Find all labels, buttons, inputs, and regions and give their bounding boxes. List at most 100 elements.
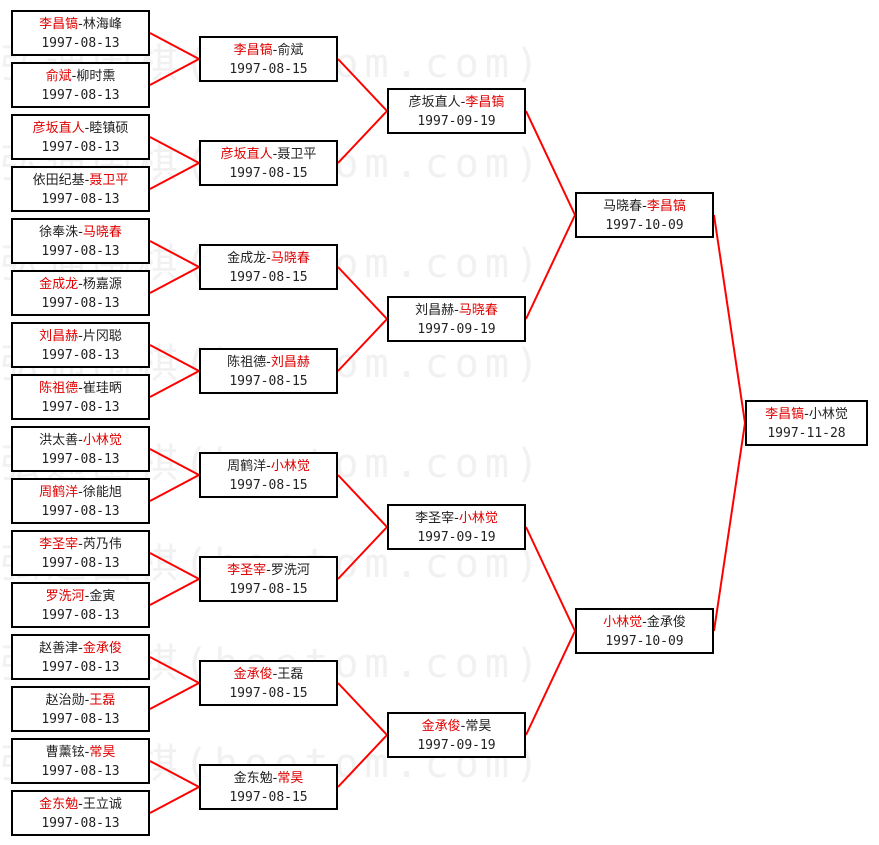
separator: -	[272, 771, 278, 786]
separator: -	[78, 17, 83, 32]
bracket-connector	[337, 318, 388, 372]
match-players: 周鹤洋-徐能旭	[13, 483, 148, 502]
match-players: 李昌镐-小林觉	[747, 405, 866, 424]
match-date: 1997-08-15	[229, 478, 308, 493]
bracket-connector	[713, 422, 746, 632]
player-name: 李圣宰	[415, 511, 455, 526]
player-name: 周鹤洋	[227, 459, 267, 474]
match-players: 刘昌赫-片冈聪	[13, 327, 148, 346]
player-name: 王磊	[277, 667, 304, 682]
separator: -	[78, 537, 83, 552]
bracket-connector	[149, 240, 200, 268]
player-name: 林海峰	[82, 17, 122, 32]
bracket-connector	[149, 448, 200, 476]
match-players: 李昌镐-俞斌	[201, 41, 336, 60]
player-name: 聂卫平	[277, 147, 317, 162]
player-name: 陈祖德	[39, 381, 79, 396]
separator: -	[78, 225, 83, 240]
match-players: 陈祖德-刘昌赫	[201, 353, 336, 372]
separator: -	[78, 277, 83, 292]
player-name: 金成龙	[39, 277, 79, 292]
player-name: 刘昌赫	[39, 329, 79, 344]
bracket-connector	[149, 786, 200, 814]
match-players: 陈祖德-崔珪昞	[13, 379, 148, 398]
player-name: 洪太善	[39, 433, 79, 448]
player-name: 徐能旭	[82, 485, 122, 500]
player-name: 李昌镐	[233, 43, 273, 58]
match-date: 1997-08-13	[41, 140, 120, 155]
player-name: 赵治勋	[45, 693, 85, 708]
separator: -	[804, 407, 809, 422]
separator: -	[272, 667, 278, 682]
match-date: 1997-08-13	[41, 608, 120, 623]
match-date: 1997-08-15	[229, 166, 308, 181]
player-name: 常昊	[465, 719, 492, 734]
match-date: 1997-08-13	[41, 296, 120, 311]
bracket-connector	[337, 266, 388, 320]
player-name: 金成龙	[227, 251, 267, 266]
separator: -	[266, 459, 271, 474]
player-name: 崔珪昞	[82, 381, 122, 396]
match-players: 曹薰铉-常昊	[13, 743, 148, 762]
separator: -	[84, 589, 90, 604]
separator: -	[454, 511, 459, 526]
match-date: 1997-09-19	[417, 738, 496, 753]
match-date: 1997-10-09	[605, 634, 684, 649]
player-name: 陈祖德	[227, 355, 267, 370]
separator: -	[78, 329, 83, 344]
player-name: 罗洗河	[270, 563, 310, 578]
player-name: 李昌镐	[646, 199, 686, 214]
player-name: 马晓春	[270, 251, 310, 266]
player-name: 赵善津	[39, 641, 79, 656]
player-name: 彦坂直人	[32, 121, 85, 136]
match-date: 1997-08-13	[41, 556, 120, 571]
match-box: 小林觉-金承俊 1997-10-09	[575, 608, 714, 654]
match-date: 1997-08-15	[229, 270, 308, 285]
separator: -	[460, 719, 466, 734]
player-name: 彦坂直人	[408, 95, 461, 110]
separator: -	[84, 745, 90, 760]
bracket-connector	[149, 760, 200, 788]
match-box: 徐奉洙-马晓春 1997-08-13	[11, 218, 150, 264]
bracket-connector	[149, 32, 200, 60]
match-players: 罗洗河-金寅	[13, 587, 148, 606]
match-date: 1997-08-13	[41, 244, 120, 259]
match-players: 李圣宰-芮乃伟	[13, 535, 148, 554]
separator: -	[78, 797, 83, 812]
match-players: 马晓春-李昌镐	[577, 197, 712, 216]
player-name: 小林觉	[808, 407, 848, 422]
match-players: 李圣宰-罗洗河	[201, 561, 336, 580]
player-name: 李昌镐	[765, 407, 805, 422]
separator: -	[266, 251, 271, 266]
bracket-connector	[525, 630, 576, 736]
match-players: 小林觉-金承俊	[577, 613, 712, 632]
player-name: 小林觉	[82, 433, 122, 448]
player-name: 周鹤洋	[39, 485, 79, 500]
player-name: 金寅	[89, 589, 116, 604]
separator: -	[272, 43, 278, 58]
player-name: 小林觉	[603, 615, 643, 630]
bracket-connector	[149, 344, 200, 372]
match-players: 彦坂直人-睦镇硕	[13, 119, 148, 138]
player-name: 曹薰铉	[45, 745, 85, 760]
match-box: 李圣宰-芮乃伟 1997-08-13	[11, 530, 150, 576]
match-players: 赵治勋-王磊	[13, 691, 148, 710]
player-name: 徐奉洙	[39, 225, 79, 240]
bracket-connector	[149, 58, 200, 86]
match-date: 1997-08-15	[229, 582, 308, 597]
player-name: 罗洗河	[45, 589, 85, 604]
bracket-connector	[337, 682, 388, 736]
match-date: 1997-08-13	[41, 660, 120, 675]
bracket-connector	[149, 656, 200, 684]
player-name: 柳时熏	[76, 69, 116, 84]
player-name: 俞斌	[277, 43, 304, 58]
player-name: 马晓春	[82, 225, 122, 240]
separator: -	[84, 121, 90, 136]
